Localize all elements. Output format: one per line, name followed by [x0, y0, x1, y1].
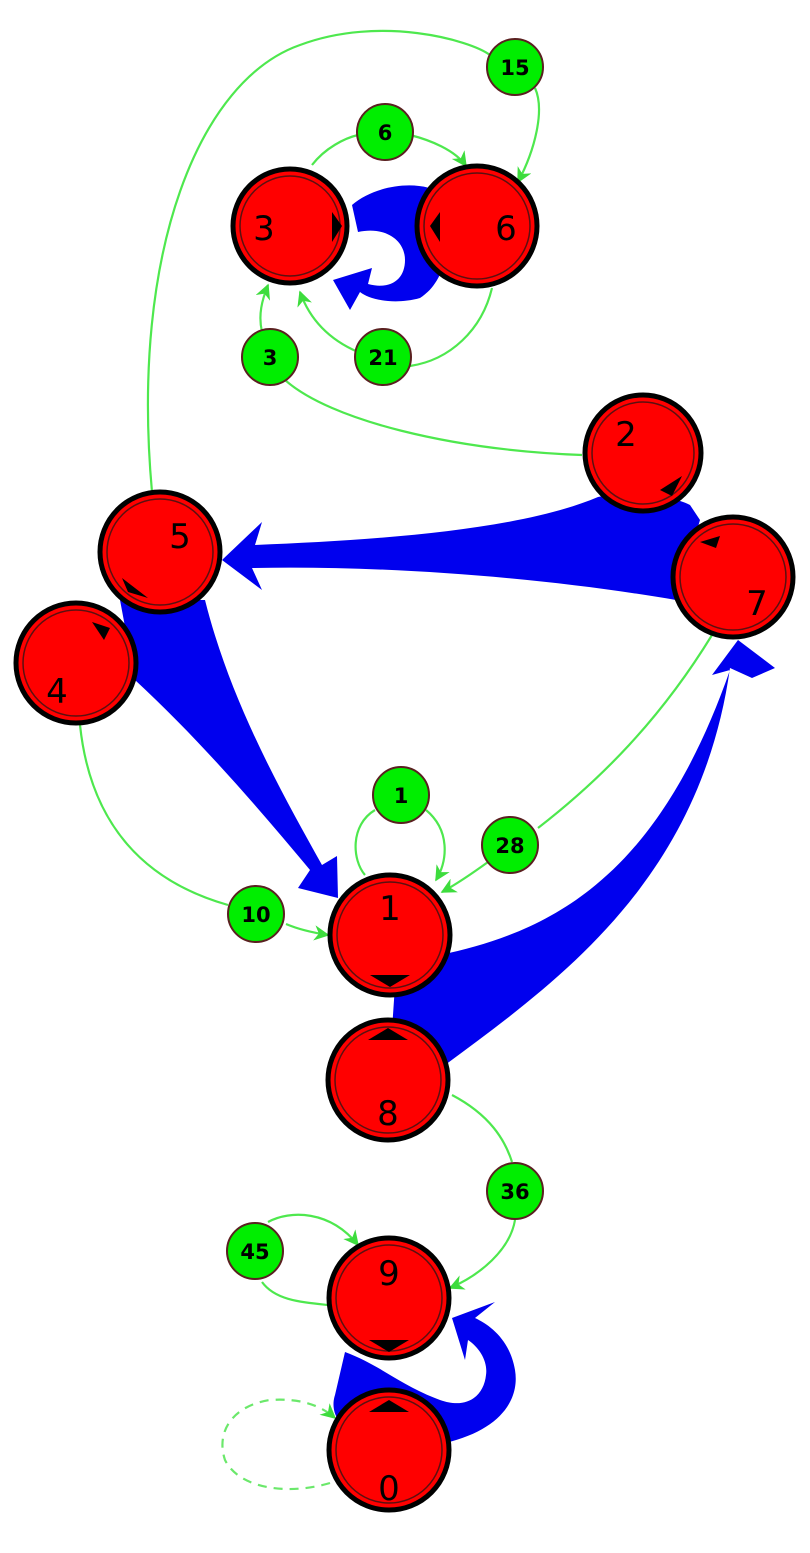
node-4[interactable]: 4: [13, 600, 139, 726]
weight-label-45: 45: [240, 1240, 269, 1264]
weight-label-1: 1: [394, 784, 409, 808]
node-label-0: 0: [378, 1469, 400, 1509]
weight-node-36[interactable]: 36: [486, 1162, 544, 1220]
thick-edge-8-7: [392, 640, 775, 1065]
node-label-6: 6: [495, 209, 517, 249]
weight-nodes: 15 6 3 21 1 28 10 36: [226, 38, 544, 1280]
weight-label-15: 15: [500, 56, 529, 80]
node-7[interactable]: 7: [670, 514, 796, 640]
edge-1-w1-1: [354, 809, 445, 880]
edge-7-w28-1: [442, 634, 713, 892]
edge-4-w10-1: [78, 724, 328, 935]
thick-edge-5-1: [120, 600, 338, 898]
node-0[interactable]: 0: [326, 1387, 452, 1513]
weight-node-6[interactable]: 6: [356, 103, 414, 161]
weight-label-28: 28: [495, 834, 524, 858]
port-marker: [92, 622, 110, 640]
node-9[interactable]: 9: [326, 1235, 452, 1361]
node-label-3: 3: [253, 209, 275, 249]
thin-edges: [78, 29, 713, 1491]
thick-edges: [120, 185, 775, 1448]
weight-node-1[interactable]: 1: [372, 766, 430, 824]
edge-0-self-dashed: [221, 1398, 337, 1491]
weight-label-3: 3: [263, 346, 278, 370]
weight-node-28[interactable]: 28: [481, 816, 539, 874]
node-label-4: 4: [46, 672, 68, 712]
node-label-5: 5: [169, 517, 191, 557]
node-6[interactable]: 6: [414, 163, 540, 289]
main-nodes: 3 6 2 5 7 4: [13, 163, 796, 1513]
weight-label-10: 10: [241, 903, 270, 927]
weight-node-45[interactable]: 45: [226, 1222, 284, 1280]
node-label-9: 9: [378, 1254, 400, 1294]
node-5[interactable]: 5: [97, 489, 223, 615]
node-1[interactable]: 1: [327, 872, 453, 998]
weight-node-10[interactable]: 10: [227, 885, 285, 943]
port-marker: [370, 975, 410, 987]
port-marker: [369, 1400, 409, 1412]
thick-edge-2-5: [222, 493, 700, 600]
port-marker: [122, 578, 148, 598]
edge-8-w36-9: [450, 1094, 517, 1288]
node-label-7: 7: [746, 584, 768, 624]
edge-2-w3-3: [260, 285, 583, 457]
weight-label-36: 36: [500, 1180, 529, 1204]
port-marker: [660, 476, 682, 496]
port-marker: [430, 212, 440, 242]
weight-node-21[interactable]: 21: [354, 328, 412, 386]
node-label-8: 8: [377, 1094, 399, 1134]
node-8[interactable]: 8: [325, 1017, 451, 1143]
weight-node-15[interactable]: 15: [486, 38, 544, 96]
node-2[interactable]: 2: [582, 392, 704, 514]
edge-5-15-6: [146, 29, 541, 493]
weight-label-21: 21: [368, 346, 397, 370]
port-marker: [368, 1028, 408, 1040]
node-label-2: 2: [615, 415, 637, 455]
edge-3-w6-6: [311, 133, 466, 166]
weight-label-6: 6: [378, 121, 393, 145]
edge-9-w45-9: [261, 1213, 358, 1307]
node-label-1: 1: [379, 889, 401, 929]
port-marker: [332, 212, 342, 242]
node-3[interactable]: 3: [230, 166, 350, 286]
port-marker: [369, 1340, 409, 1352]
edge-6-w21-3: [300, 288, 494, 368]
weight-node-3[interactable]: 3: [241, 328, 299, 386]
port-marker: [700, 536, 720, 548]
